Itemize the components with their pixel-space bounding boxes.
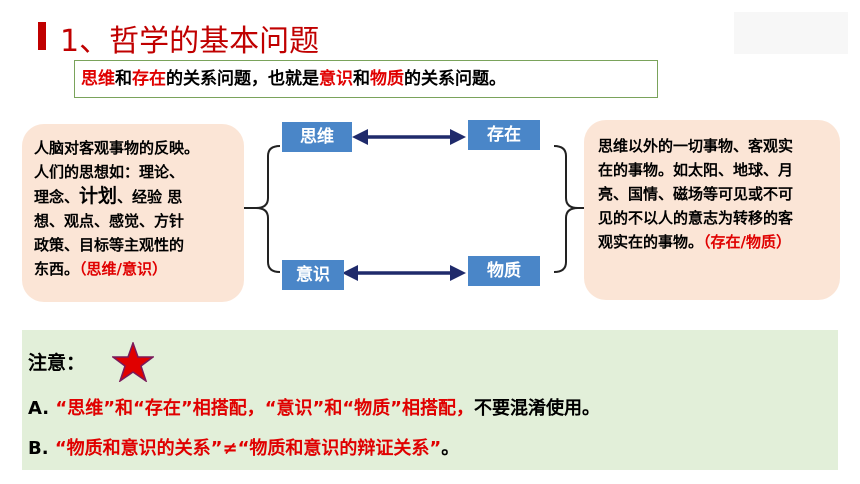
right-line-5: 观实在的事物。（存在/物质） xyxy=(598,230,830,254)
right-line-4: 见的不以人的意志为转移的客 xyxy=(598,209,794,227)
note-a-black: 不要混淆使用。 xyxy=(474,398,601,419)
right-line-2: 在的事物。如太阳、地球、月 xyxy=(598,161,794,179)
star-icon xyxy=(112,342,154,382)
double-arrow-icon xyxy=(342,265,466,281)
note-a-red: “思维”和“存在”相搭配，“意识”和“物质”相搭配， xyxy=(55,398,475,419)
left-line-4: 想、观点、感觉、方针 xyxy=(34,212,185,230)
subtitle-middle: 的关系问题，也就是 xyxy=(166,69,319,89)
left-line-6a: 东西。 xyxy=(34,260,80,278)
left-line-3c: 、经验 思 xyxy=(117,188,183,206)
right-line-5a: 观实在的事物。 xyxy=(598,233,704,251)
note-line-a: A. “思维”和“存在”相搭配，“意识”和“物质”相搭配，不要混淆使用。 xyxy=(28,394,600,420)
left-line-3: 理念、计划、经验 思 xyxy=(34,184,236,209)
term-matter: 物质 xyxy=(468,256,540,286)
term-existence: 存在 xyxy=(468,120,540,150)
subtitle-existence: 存在 xyxy=(132,69,166,89)
note-a-prefix: A. xyxy=(28,398,56,419)
left-line-1: 人脑对客观事物的反映。 xyxy=(34,139,200,157)
double-arrow-icon xyxy=(352,129,466,145)
note-label: 注意： xyxy=(28,352,86,374)
thinking-definition-box: 人脑对客观事物的反映。 人们的思想如：理论、 理念、计划、经验 思 想、观点、感… xyxy=(22,124,244,302)
left-line-5: 政策、目标等主观性的 xyxy=(34,236,185,254)
existence-definition-box: 思维以外的一切事物、客观实 在的事物。如太阳、地球、月 亮、国情、磁场等可见或不… xyxy=(584,120,840,300)
right-line-1: 思维以外的一切事物、客观实 xyxy=(598,137,794,155)
subtitle-thinking: 思维 xyxy=(81,69,115,89)
note-b-black: 。 xyxy=(441,438,460,459)
subtitle-and-1: 和 xyxy=(115,69,132,89)
left-category-label: （思维/意识） xyxy=(79,260,167,278)
page-title: 1、哲学的基本问题 xyxy=(60,24,320,59)
left-line-2: 人们的思想如：理论、 xyxy=(34,163,185,181)
left-line-3a: 理念、 xyxy=(34,188,80,206)
left-line-6: 东西。（思维/意识） xyxy=(34,257,236,281)
subtitle-matter: 物质 xyxy=(370,69,404,89)
note-panel xyxy=(22,330,838,470)
left-line-3b: 计划 xyxy=(79,185,118,207)
right-line-3: 亮、国情、磁场等可见或不可 xyxy=(598,185,794,203)
note-line-b: B. “物质和意识的关系”≠“物质和意识的辩证关系”。 xyxy=(28,434,459,460)
subtitle-consciousness: 意识 xyxy=(319,69,353,89)
note-b-prefix: B. xyxy=(28,438,55,459)
watermark xyxy=(734,12,848,54)
right-category-label: （存在/物质） xyxy=(703,233,791,251)
title-accent-bar xyxy=(38,22,46,50)
subtitle-end: 的关系问题。 xyxy=(404,69,506,89)
subtitle-and-2: 和 xyxy=(353,69,370,89)
subtitle-box: 思维和存在的关系问题，也就是意识和物质的关系问题。 xyxy=(74,60,658,98)
right-bracket xyxy=(553,145,579,273)
term-consciousness: 意识 xyxy=(282,260,344,290)
note-b-red: “物质和意识的关系”≠“物质和意识的辩证关系” xyxy=(54,438,442,459)
term-thinking: 思维 xyxy=(282,122,352,152)
left-bracket xyxy=(255,145,281,273)
